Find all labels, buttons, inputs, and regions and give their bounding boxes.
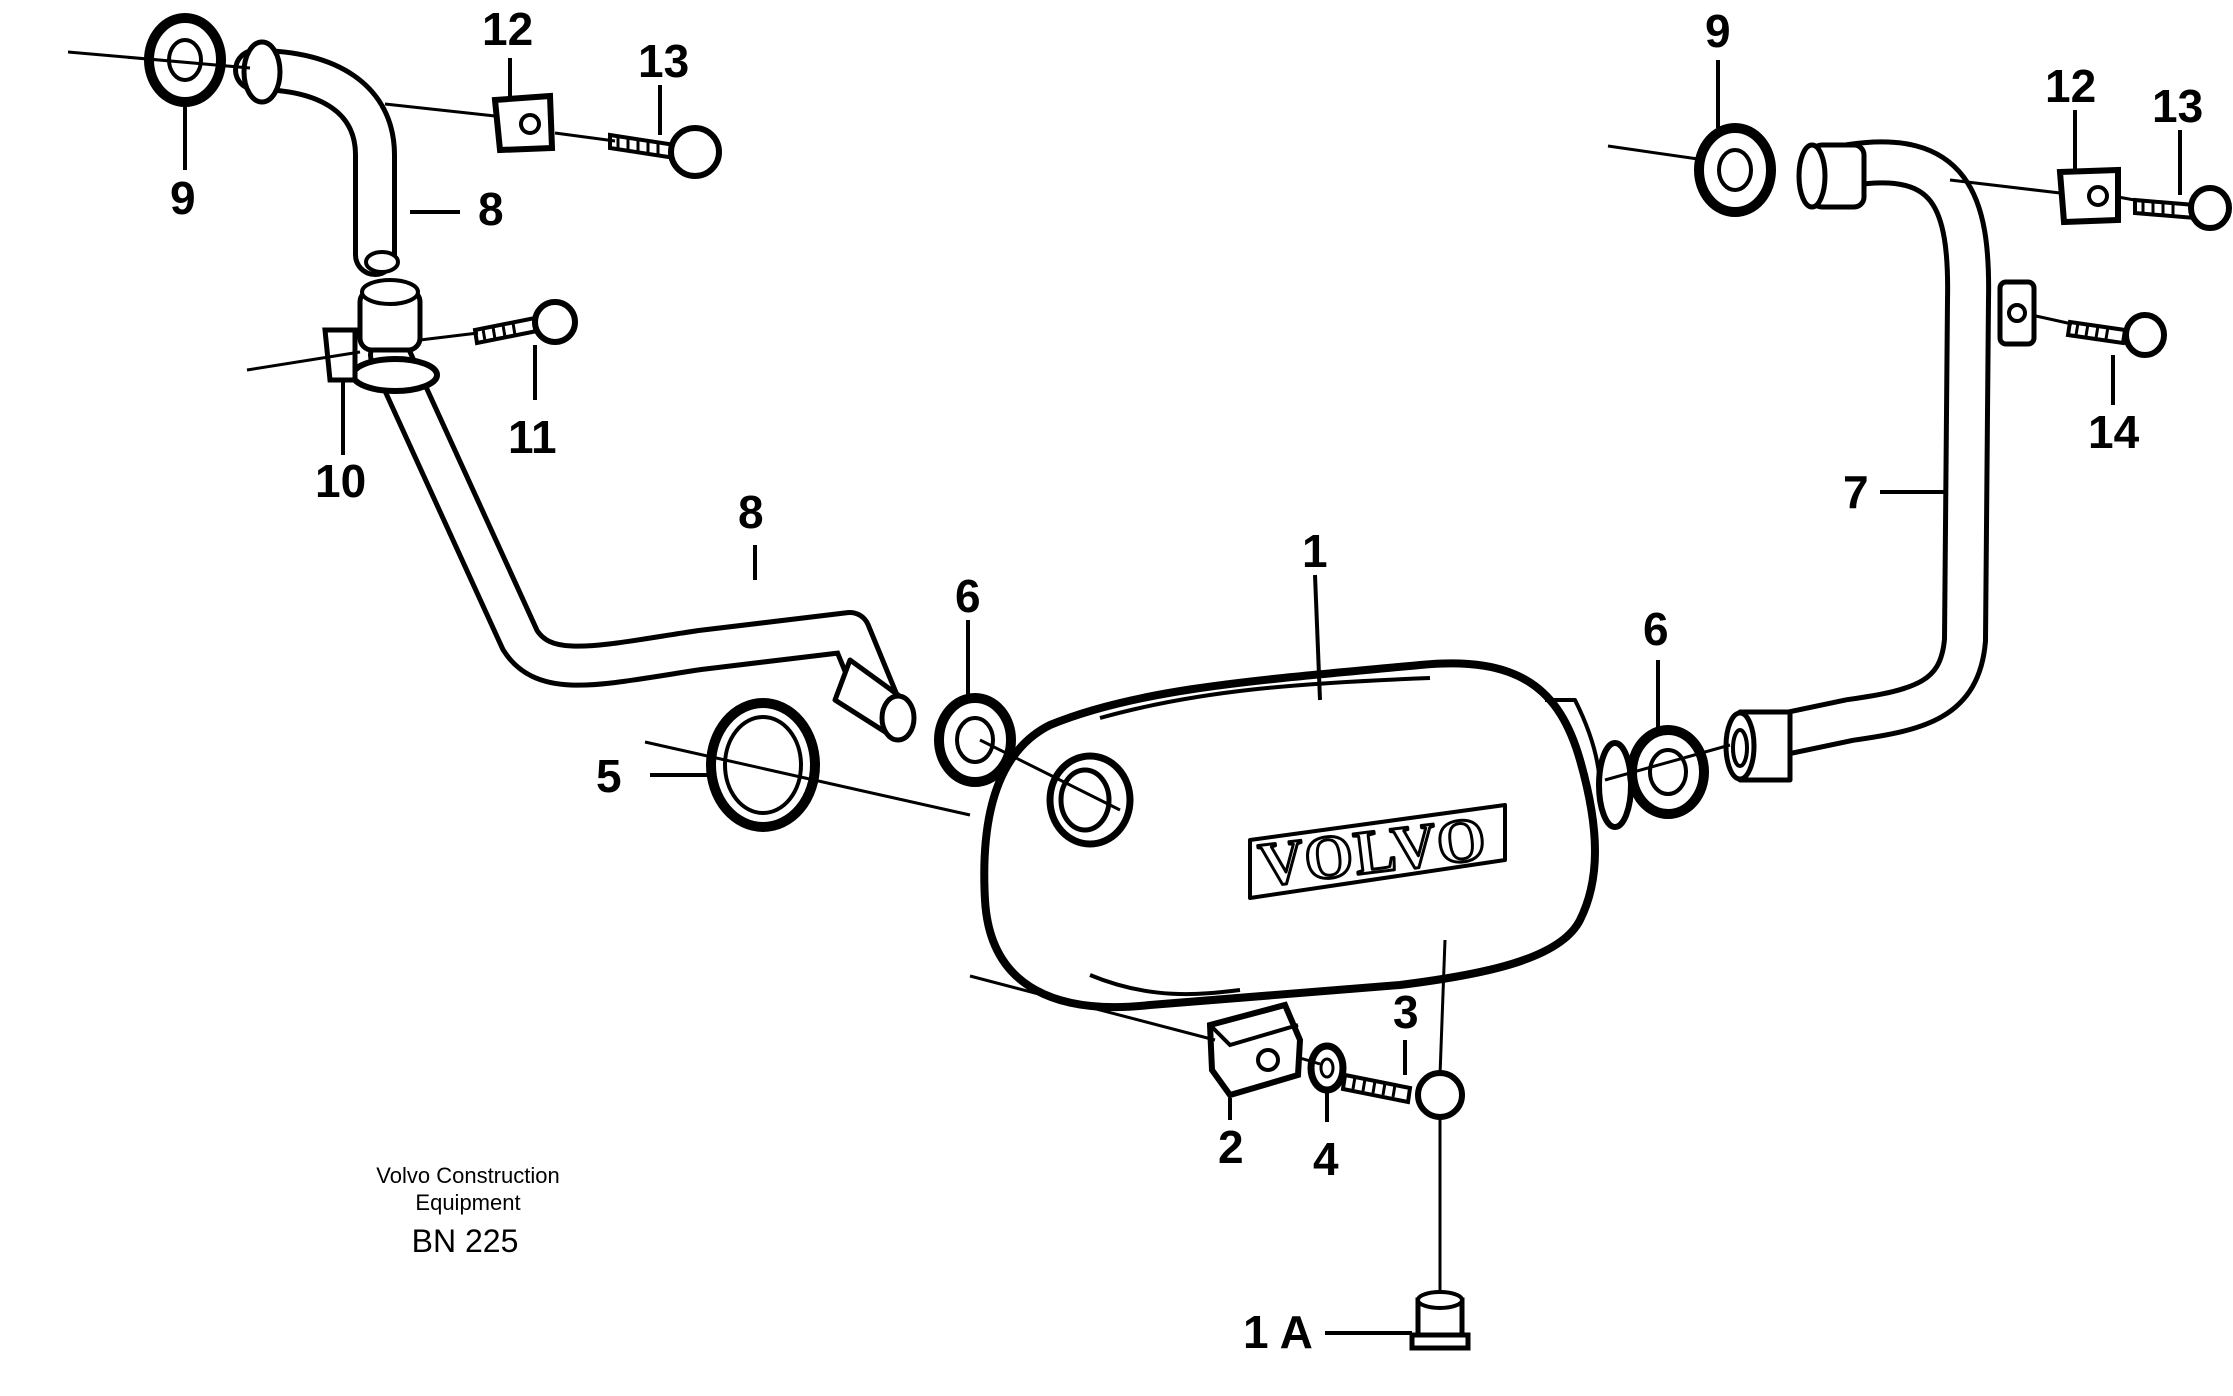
label-part-6-right: 6: [1643, 603, 1669, 655]
publisher-code: BN 225: [412, 1223, 519, 1259]
label-part-11: 11: [508, 411, 557, 463]
bolt-13-left: [608, 125, 722, 179]
part-labels: 9 12 13 8 10 11 8 6 1 5 6 9 12 13 7 14 3…: [170, 3, 2203, 1358]
label-part-7: 7: [1843, 466, 1869, 518]
label-part-3: 3: [1393, 986, 1419, 1038]
clamp-12-left: [491, 92, 556, 154]
right-pipe: [1723, 139, 2037, 783]
silencer-body: VOLVO: [980, 659, 1634, 1012]
bolt-14: [2065, 312, 2167, 358]
publisher-line-2: Equipment: [415, 1190, 520, 1215]
gasket-9-right: [1694, 123, 1776, 217]
publisher-block: Volvo Construction Equipment BN 225: [376, 1163, 559, 1259]
label-part-12-left: 12: [482, 3, 533, 55]
gasket-6-left: [934, 693, 1016, 787]
label-part-13-left: 13: [638, 35, 689, 87]
bolt-13-right: [2133, 185, 2232, 231]
gasket-6-right: [1627, 725, 1709, 819]
label-part-5: 5: [596, 750, 622, 802]
label-part-1a: 1 A: [1243, 1306, 1313, 1358]
label-part-8-lower: 8: [738, 486, 764, 538]
label-part-13-right: 13: [2152, 80, 2203, 132]
label-part-6-left: 6: [955, 570, 981, 622]
label-part-10: 10: [315, 455, 366, 507]
seal-ring-5: [706, 698, 820, 832]
publisher-line-1: Volvo Construction: [376, 1163, 559, 1188]
label-part-14: 14: [2088, 406, 2140, 458]
assembly-lines: [67, 50, 2141, 1292]
washer-4: [1307, 1042, 1347, 1094]
bolt-3: [1340, 1070, 1465, 1120]
clamp-12-right: [2056, 166, 2121, 226]
label-part-9-right: 9: [1705, 5, 1731, 57]
clip-2: [1206, 1001, 1304, 1099]
label-part-12-right: 12: [2045, 60, 2096, 112]
label-part-2: 2: [1218, 1121, 1244, 1173]
drain-plug-1a: [1409, 1290, 1471, 1351]
bolt-11: [472, 299, 578, 346]
label-part-9-left: 9: [170, 172, 196, 224]
label-part-1: 1: [1302, 525, 1328, 577]
label-part-4: 4: [1313, 1133, 1339, 1185]
leader-lines: [183, 58, 2182, 1335]
label-part-8-upper: 8: [478, 183, 504, 235]
